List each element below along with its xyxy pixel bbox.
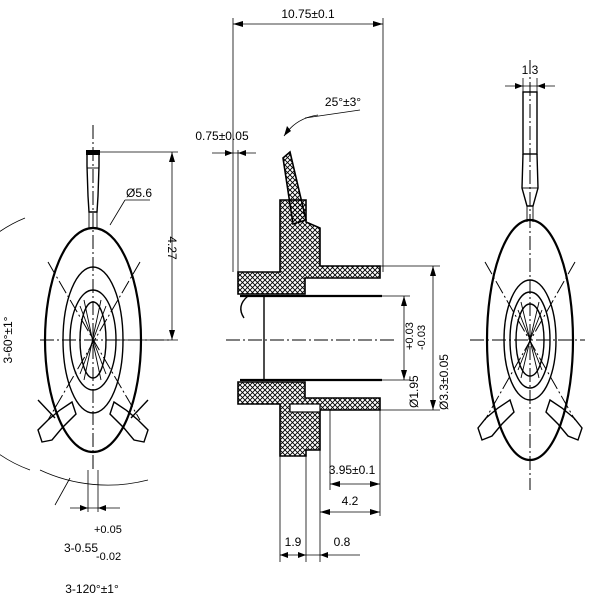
overall-length-label: 10.75±0.1 [281, 7, 335, 21]
right-view-lower-right-tab [545, 398, 583, 441]
bore-diameter-label: Ø1.95 [407, 375, 421, 408]
left-view-inner-spokes [79, 299, 107, 381]
right-end-view: 1.3 [470, 60, 585, 490]
flange-thickness-label: 0.75±0.05 [195, 129, 249, 143]
right-view-centerlines [470, 60, 585, 490]
left-end-view: Ø5.6 4.27 3-60°±1° 3-120°±1° 3-0.55 +0.0… [0, 125, 179, 596]
left-view-ring-4 [79, 301, 107, 379]
height-label: 4.27 [165, 236, 179, 260]
angle-60-label: 3-60°±1° [1, 316, 15, 363]
bore-tol-lower: -0.03 [416, 325, 428, 350]
right-view-ring-3 [509, 291, 551, 389]
width-0-8-label: 0.8 [334, 535, 351, 549]
bore-tol-upper: +0.03 [404, 322, 416, 350]
left-view-lower-right-tab [109, 399, 149, 443]
left-view-lower-left-tab [37, 399, 77, 443]
right-view-top-tab [521, 91, 539, 222]
width-1-9-label: 1.9 [285, 535, 302, 549]
angle-25-label: 25°±3° [325, 95, 361, 109]
slot-tol-upper: +0.05 [94, 524, 122, 536]
length-4-2-label: 4.2 [342, 494, 359, 508]
right-view-ring-4 [515, 303, 545, 377]
hole-diameter-label: Ø5.6 [126, 186, 152, 200]
slot-base-label: 3-0.55 [64, 541, 98, 555]
right-view-ring-2 [503, 279, 557, 401]
outer-diameter-label: Ø3.3±0.05 [437, 354, 451, 410]
middle-section-view: 10.75±0.1 0.75±0.05 25°±3° [195, 7, 451, 562]
right-view-outer-ring [485, 218, 575, 462]
angle-120-label: 3-120°±1° [65, 582, 119, 596]
left-view-ring-3 [69, 289, 117, 391]
right-view-inner-spokes [517, 301, 543, 379]
tab-width-label: 1.3 [522, 63, 539, 77]
left-view-top-tab [86, 150, 100, 228]
slot-tol-lower: -0.02 [96, 551, 121, 563]
right-view-lower-left-tab [477, 398, 515, 441]
tube-length-label: 3.95±0.1 [329, 463, 376, 477]
